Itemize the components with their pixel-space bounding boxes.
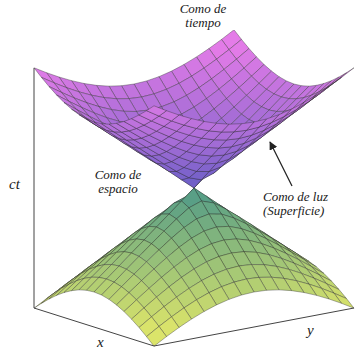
future-cone-facet <box>49 87 69 102</box>
future-cone-facet <box>147 106 167 116</box>
x-axis-line <box>34 308 154 346</box>
cone-mesh <box>34 30 354 346</box>
future-cone-facet <box>284 102 304 116</box>
future-cone-facet <box>309 87 329 102</box>
region-label: Como de espacio <box>84 168 152 196</box>
future-cone-facet <box>312 81 332 96</box>
axis-label: y <box>306 322 315 338</box>
region-label: Como de tiempo <box>170 2 236 30</box>
future-cone-facet <box>42 77 62 92</box>
future-cone-facet <box>57 95 77 110</box>
future-cone-facet <box>272 109 292 122</box>
axis-label: ct <box>8 176 21 192</box>
y-axis-line <box>154 308 354 346</box>
future-cone-facet <box>319 77 339 92</box>
future-cone-facet <box>297 95 317 110</box>
leader-arrow <box>270 142 292 186</box>
ct-axis-line <box>34 68 35 308</box>
axis-label: x <box>96 334 105 350</box>
future-cone-facet <box>64 102 84 116</box>
past-cone-facet <box>147 326 167 346</box>
region-label: Como de luz (Superficie) <box>262 190 360 218</box>
